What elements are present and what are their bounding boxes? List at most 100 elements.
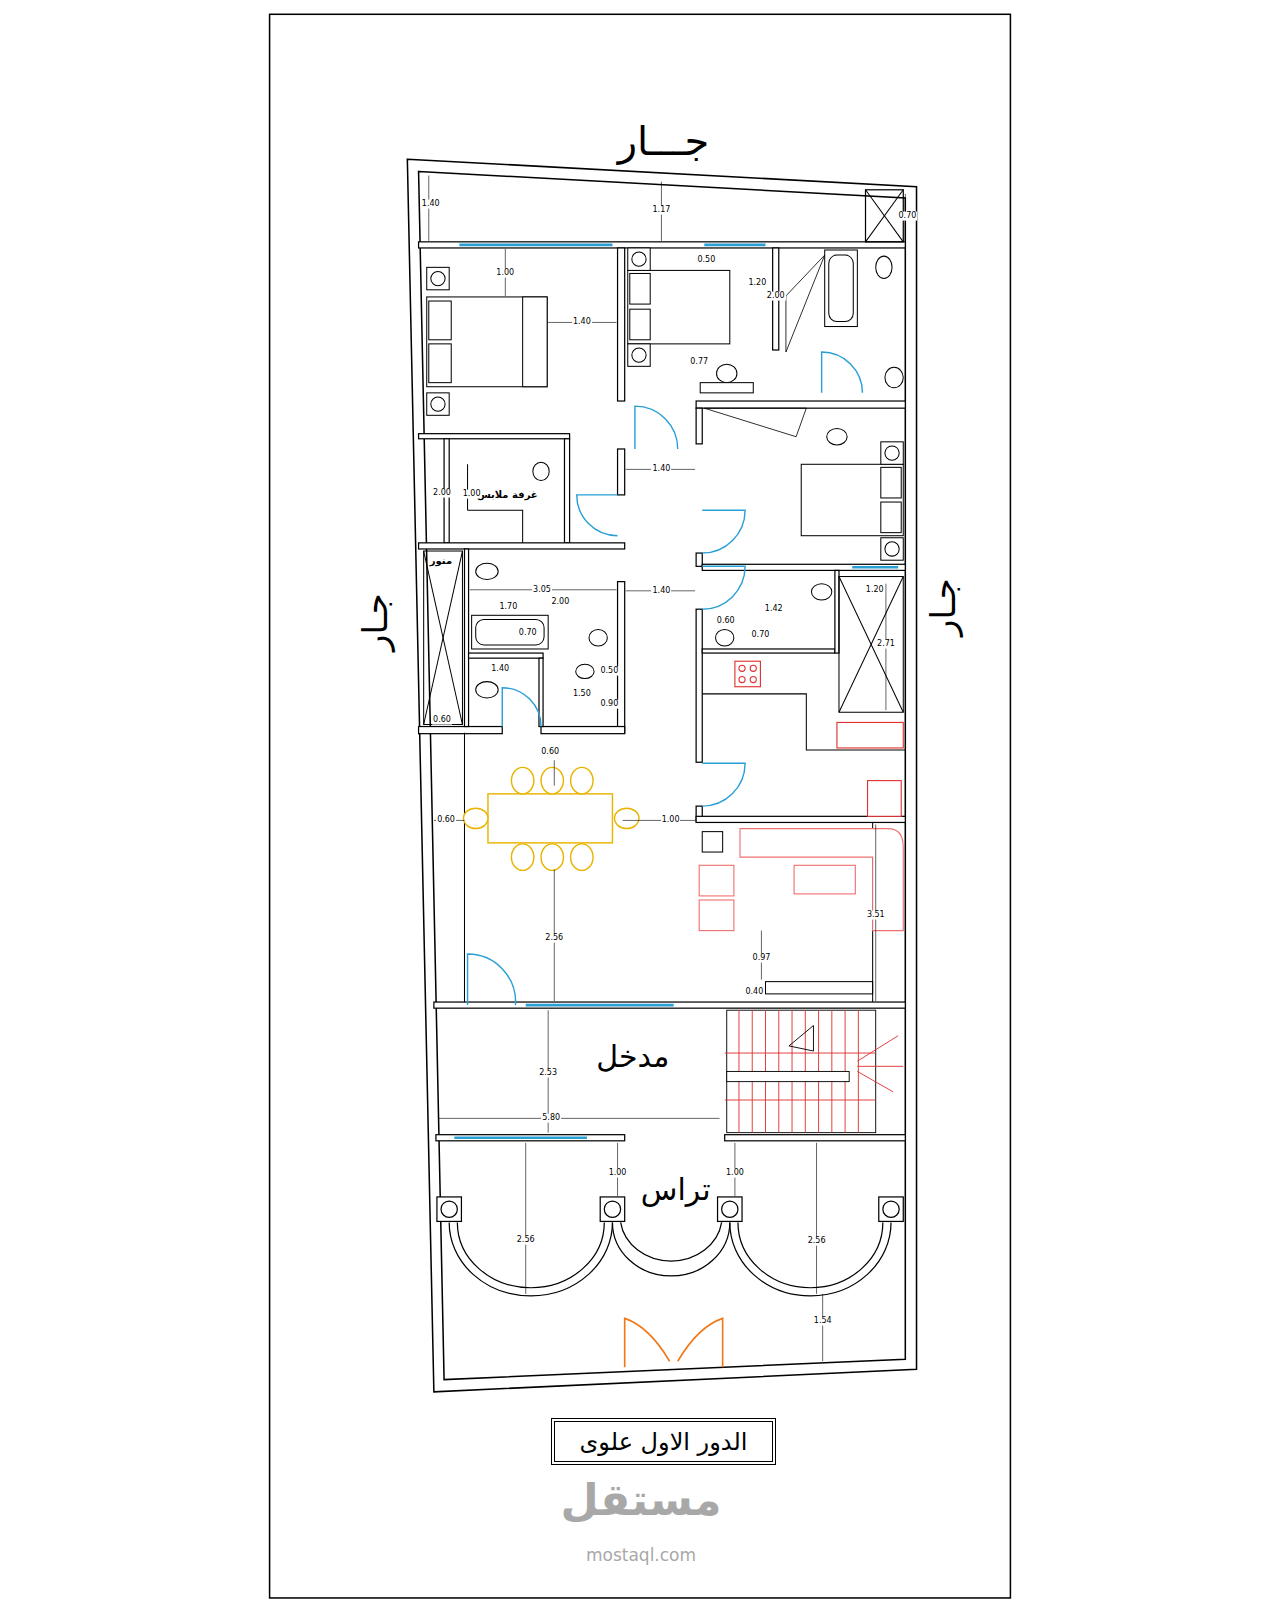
beds-part bbox=[427, 267, 449, 289]
dining-set-part bbox=[571, 767, 593, 794]
dimension: 3.05 bbox=[532, 585, 552, 594]
sanitary-part bbox=[476, 563, 498, 579]
shafts-part bbox=[766, 982, 873, 994]
shafts-part bbox=[839, 577, 903, 713]
sanitary-part bbox=[476, 619, 544, 645]
dimension: 0.60 bbox=[432, 716, 452, 725]
beds-part bbox=[427, 393, 449, 415]
dimension: 1.17 bbox=[652, 206, 672, 215]
dimension-lines bbox=[429, 176, 906, 1362]
sheet-frame-part bbox=[270, 14, 1011, 1598]
sheet-frame bbox=[270, 14, 1011, 1598]
dimension: 2.56 bbox=[807, 1236, 827, 1245]
dimension: 1.40 bbox=[490, 665, 510, 674]
dimension: 2.00 bbox=[432, 488, 452, 497]
beds-part bbox=[628, 248, 650, 270]
dimension: 1.50 bbox=[572, 689, 592, 698]
beds-part bbox=[885, 542, 899, 556]
terrace-arches-part bbox=[722, 1201, 738, 1217]
tv-unit-part bbox=[702, 832, 722, 852]
dimension: 5.80 bbox=[541, 1114, 561, 1123]
main-stair-part bbox=[857, 1036, 903, 1092]
sanitary-part bbox=[876, 256, 892, 278]
terrace-arches-part bbox=[604, 1201, 620, 1217]
walls-part bbox=[702, 649, 835, 653]
shafts-part bbox=[467, 464, 468, 510]
living-set-part bbox=[699, 900, 734, 931]
beds-part bbox=[630, 309, 650, 340]
windows-part bbox=[704, 244, 765, 247]
walls-part bbox=[835, 570, 839, 653]
dimension: 0.60 bbox=[436, 816, 456, 825]
walls-part bbox=[618, 248, 625, 401]
sanitary-part bbox=[885, 367, 903, 387]
sanitary-part bbox=[576, 664, 594, 678]
dimension: 0.77 bbox=[689, 358, 709, 367]
room-label: غرفة ملابس bbox=[476, 488, 539, 499]
windows-part bbox=[852, 566, 898, 569]
walls-part bbox=[419, 434, 570, 439]
walls-part bbox=[419, 727, 503, 734]
walls-part bbox=[469, 653, 543, 658]
beds-part bbox=[431, 397, 445, 411]
dimension: 1.40 bbox=[652, 586, 672, 595]
terrace-arches-part bbox=[457, 1222, 604, 1287]
dimension: 1.20 bbox=[747, 278, 767, 287]
neighbor-label: جـار bbox=[925, 578, 962, 636]
outer-wall-part bbox=[419, 171, 906, 1379]
main-stair-part bbox=[725, 1100, 876, 1101]
outer-wall-part bbox=[407, 159, 916, 1392]
dimension: 1.00 bbox=[608, 1169, 628, 1178]
doors-part bbox=[577, 495, 618, 536]
dining-set-part bbox=[511, 767, 533, 794]
dimension: 0.50 bbox=[599, 667, 619, 676]
living-set-part bbox=[699, 865, 734, 896]
beds-part bbox=[881, 467, 901, 498]
kitchen-units-part bbox=[868, 781, 902, 817]
dimension: 1.40 bbox=[572, 318, 592, 327]
shafts-part bbox=[839, 577, 903, 713]
terrace-arches-part bbox=[621, 1222, 722, 1261]
terrace-arches-part bbox=[718, 1197, 742, 1221]
dimension: 2.71 bbox=[876, 639, 896, 648]
beds-part bbox=[628, 270, 730, 343]
main-stair-part bbox=[727, 1071, 849, 1081]
beds-part bbox=[801, 464, 903, 535]
dimension-lines-part bbox=[554, 760, 555, 786]
room-label: منور bbox=[429, 555, 453, 566]
dimension: 3.51 bbox=[866, 911, 886, 920]
neighbor-label: جـار bbox=[357, 594, 394, 652]
outer-wall bbox=[407, 159, 916, 1392]
dimension: 2.56 bbox=[516, 1235, 536, 1244]
sanitary-part bbox=[700, 383, 753, 393]
dimension: 0.50 bbox=[696, 256, 716, 265]
beds-part bbox=[429, 344, 451, 383]
dimension: 0.60 bbox=[540, 748, 560, 757]
living-set-part bbox=[740, 829, 903, 931]
walls-part bbox=[702, 564, 905, 570]
terrace-arches-part bbox=[883, 1201, 899, 1217]
walls-part bbox=[696, 408, 702, 444]
sanitary-part bbox=[716, 630, 734, 646]
terrace-arches-part bbox=[879, 1197, 903, 1221]
dimension: 0.70 bbox=[898, 212, 918, 221]
terrace-arches-part bbox=[437, 1197, 461, 1221]
sanitary-part bbox=[717, 364, 737, 382]
dining-set-part bbox=[614, 808, 638, 828]
watermark: mostaql.com bbox=[586, 1546, 696, 1565]
dimension: 0.60 bbox=[716, 617, 736, 626]
beds-part bbox=[632, 252, 646, 266]
dimension: 1.40 bbox=[421, 200, 441, 209]
shafts-part bbox=[702, 694, 905, 750]
dimension: 0.70 bbox=[518, 628, 538, 637]
dimension-lines-part bbox=[439, 1118, 720, 1119]
dimension-lines-part bbox=[525, 1143, 526, 1294]
walls-part bbox=[696, 609, 702, 762]
watermark: مستقل bbox=[561, 1476, 722, 1524]
dimension: 1.00 bbox=[462, 489, 482, 498]
sanitary-part bbox=[472, 615, 549, 649]
sanitary-part bbox=[829, 255, 853, 321]
terrace-arches-part bbox=[441, 1201, 457, 1217]
